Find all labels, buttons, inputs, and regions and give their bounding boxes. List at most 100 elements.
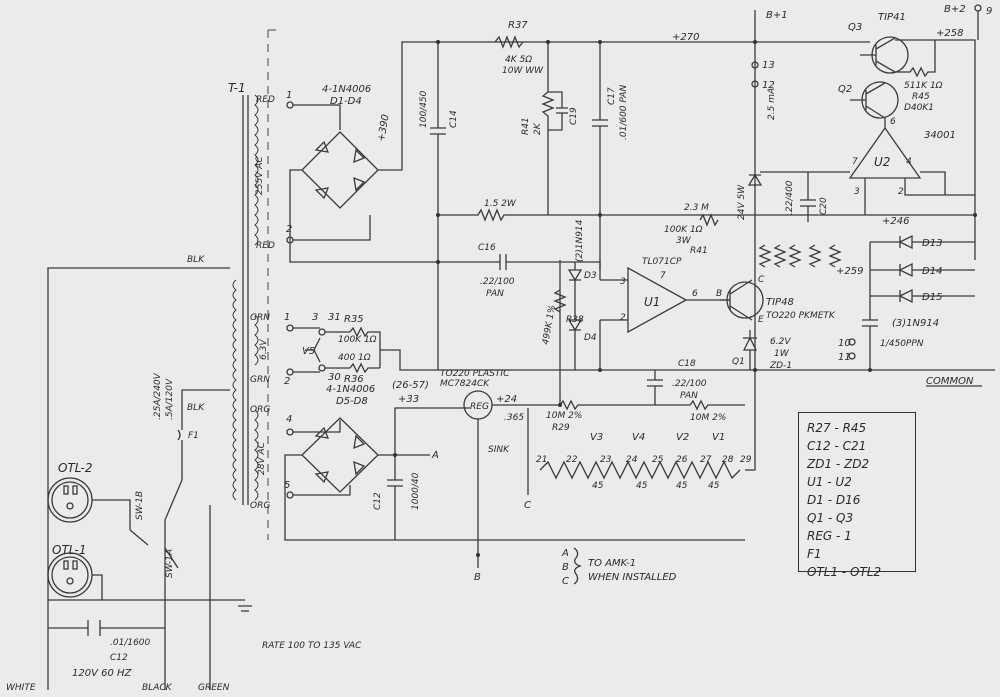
chain-tap-45-d: 45 (708, 481, 720, 491)
line-capacitor-plates (87, 620, 101, 636)
outlet-otl2 (47, 477, 131, 530)
terminal-11-label: 11 (838, 352, 851, 363)
d14-label: D14 (922, 266, 942, 277)
r36-label: R36 (344, 374, 364, 385)
white-wire-label: WHITE (6, 683, 36, 693)
c19-label: C19 (569, 107, 579, 125)
z24-label: 24V 5W (737, 184, 747, 220)
footnote-to-amk: TO AMK-1 (588, 558, 636, 569)
lv-tap-v5 (305, 337, 321, 363)
diode-d13 (870, 234, 975, 250)
zd1-label: ZD-1 (769, 361, 792, 371)
footnote-a: A (561, 548, 569, 559)
q2-leads (850, 82, 886, 119)
varistor-chain-node-labels: 21 22 23 24 25 26 27 28 29 (536, 455, 752, 465)
resistor-r36 (349, 362, 380, 374)
bom-row: C12 - C21 (807, 439, 867, 453)
switch-1a-label: SW-1A (165, 549, 175, 578)
lv-positive-rail (378, 407, 470, 456)
r40-label-a: 2.3 M (684, 203, 709, 213)
q3-part: TIP41 (878, 12, 906, 23)
q1-package: TO220 PKMETK (766, 311, 836, 321)
terminal-30-label: 30 (328, 372, 341, 383)
svg-text:24: 24 (626, 455, 638, 465)
diodes-d3-d4 (567, 262, 583, 370)
zd1-voltage: 6.2V (770, 337, 791, 347)
r40-label-b: 100K 1Ω (664, 225, 703, 235)
switch-1b-label: SW-1B (135, 491, 145, 520)
d1-d4-part: 4-1N4006 (322, 84, 371, 95)
regulator-part-number: MC7824CK (440, 379, 490, 389)
r40-label-d: R41 (690, 246, 708, 256)
varistor-v1-label: V1 (712, 432, 725, 443)
chain-tap-45-b: 45 (636, 481, 648, 491)
terminal-5-label: 3 (312, 312, 318, 323)
red-top-lead-label: RED (256, 95, 275, 105)
fuse-f1-label: F1 (188, 431, 199, 441)
v365-label: .365 (504, 413, 524, 423)
primary-white-wire (47, 267, 230, 690)
resistor-divider-r42-r44 (758, 244, 842, 268)
v26-57-label: (26-57) (392, 380, 429, 391)
u2-label: U2 (874, 155, 890, 169)
z25-label: 2.5 mA (767, 88, 777, 120)
transistor-q1 (726, 281, 764, 319)
terminal-10-label: 10 (838, 338, 851, 349)
terminal-9 (974, 4, 982, 12)
resistor-r41-100k (699, 213, 719, 227)
bridge-rectifier-d1-d4 (301, 131, 379, 209)
switch-1a-blade (164, 547, 179, 569)
terminal-2-label: 2 (286, 224, 292, 235)
regulator-label: REG (470, 402, 489, 412)
capacitor-c21 (862, 242, 878, 370)
resistor-r41-2k (541, 42, 555, 215)
u1-pin3: 3 (620, 277, 626, 287)
d4-label: D4 (584, 333, 597, 343)
junction-dots (393, 40, 977, 457)
bom-row: D1 - D16 (807, 493, 861, 507)
lv-wire-top (293, 327, 350, 333)
diode-d15 (870, 288, 975, 304)
footnote-c: C (562, 576, 569, 587)
varistor-v3-label: V3 (590, 432, 603, 443)
c16-type: PAN (486, 289, 504, 299)
b2-rail (895, 39, 976, 260)
c17-label: C17 (607, 87, 617, 105)
terminal-12 (751, 80, 759, 88)
d3-label: D3 (584, 271, 597, 281)
green-wire-label: GREEN (198, 683, 230, 693)
lv-bridge-top-wire (293, 420, 341, 433)
varistor-v2-label: V2 (676, 432, 689, 443)
svg-text:21: 21 (536, 455, 547, 465)
u2-pin2: 2 (898, 187, 904, 197)
d1-d4-label: D1-D4 (330, 96, 362, 107)
q1-leads (720, 279, 753, 321)
b2-label: B+2 (944, 4, 966, 15)
fuse-rating-b: .25A/240V (153, 372, 163, 420)
outlet-otl1 (47, 552, 103, 600)
hv-bridge-input-bottom (293, 215, 371, 241)
u2-pin6: 6 (890, 117, 896, 127)
d16-part: (3)1N914 (892, 318, 939, 329)
u2-pin4: 4 (906, 157, 912, 167)
bom-row: U1 - U2 (807, 475, 852, 489)
bom-row: ZD1 - ZD2 (807, 457, 870, 471)
parts-range-table: R27 - R45 C12 - C21 ZD1 - ZD2 U1 - U2 D1… (798, 412, 916, 579)
org-lead-1-label: ORG (250, 405, 270, 415)
c14-rating: 100/450 (419, 90, 429, 128)
opamp-u1 (627, 266, 688, 334)
primary-switch-wire (164, 440, 183, 690)
d3-d4-part: (2)1N914 (575, 219, 585, 262)
c16-label: C16 (478, 243, 496, 253)
q1-label: Q1 (732, 357, 745, 367)
u1-label: U1 (644, 295, 660, 309)
primary-fuse-wire (181, 389, 230, 430)
r37-value: 4K 5Ω (505, 55, 532, 65)
bom-row: REG - 1 (807, 529, 852, 543)
zd1-power: 1W (774, 349, 790, 359)
terminal-7-label: 4 (286, 414, 292, 425)
r38-value: 499K 1% (541, 304, 558, 345)
u1-part-number: TL071CP (642, 257, 682, 267)
v390-label: +390 (376, 114, 392, 143)
u2-pin7: 7 (852, 157, 858, 167)
